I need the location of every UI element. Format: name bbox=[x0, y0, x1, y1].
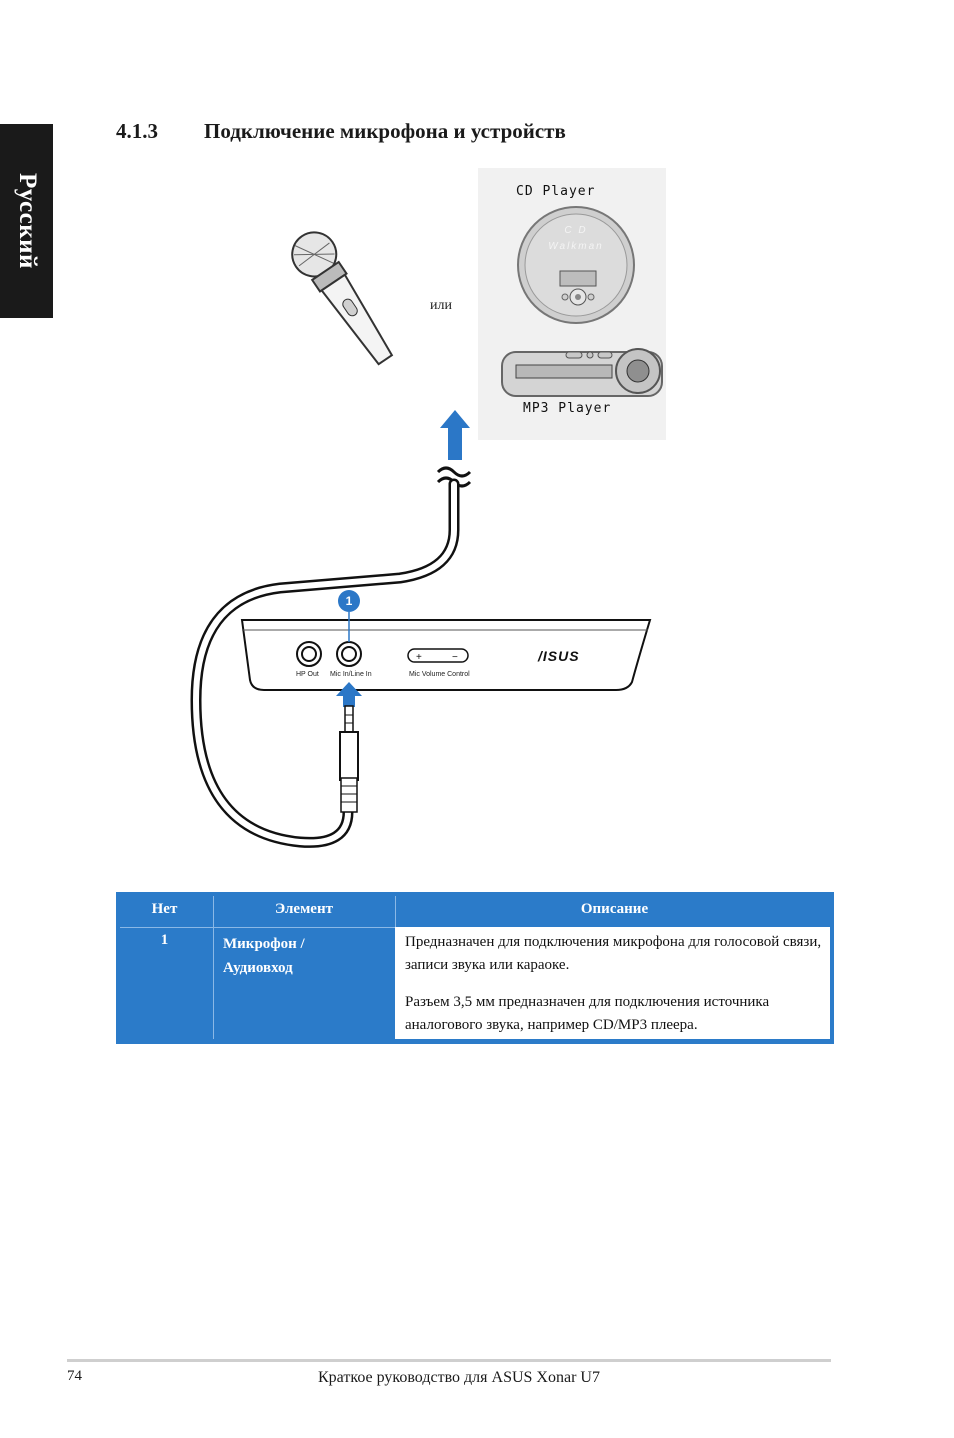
up-arrow-icon-jack bbox=[336, 682, 362, 707]
asus-logo: /ISUS bbox=[537, 648, 580, 664]
row-divider bbox=[120, 927, 395, 928]
header-element: Элемент bbox=[275, 901, 333, 917]
microphone-icon bbox=[291, 231, 394, 366]
cd-brand-line2: Walkman bbox=[548, 241, 604, 252]
hp-out-port-label: HP Out bbox=[296, 671, 319, 678]
vol-minus-sign: − bbox=[452, 652, 458, 663]
section-number: 4.1.3 bbox=[116, 119, 158, 143]
row-description: Предназначен для подключения микрофона д… bbox=[395, 927, 830, 1039]
section-heading: 4.1.3 Подключение микрофона и устройств bbox=[116, 119, 566, 144]
vol-plus-sign: + bbox=[416, 652, 422, 663]
description-paragraph-2: Разъем 3,5 мм предназначен для подключен… bbox=[405, 994, 770, 1033]
row-element-line1: Микрофон / bbox=[223, 936, 305, 952]
cd-brand-line1: C D bbox=[564, 225, 587, 236]
language-label: Русский bbox=[13, 173, 41, 269]
mp3-player-icon bbox=[501, 348, 663, 397]
column-divider bbox=[213, 896, 214, 1039]
callout-badge: 1 bbox=[338, 590, 360, 612]
mp3-player-label: MP3 Player bbox=[523, 401, 612, 416]
diagram-illustration: /ISUS + − C D Walkman bbox=[190, 168, 666, 848]
section-title: Подключение микрофона и устройств bbox=[204, 119, 566, 143]
footer-divider bbox=[67, 1359, 831, 1362]
row-number: 1 bbox=[160, 932, 169, 948]
language-side-tab: Русский bbox=[0, 124, 53, 318]
cd-player-icon bbox=[517, 206, 635, 324]
audio-plug-icon bbox=[339, 705, 359, 813]
up-arrow-icon-top bbox=[440, 410, 470, 460]
page-number: 74 bbox=[67, 1368, 82, 1384]
header-description: Описание bbox=[580, 901, 649, 917]
connection-diagram: /ISUS + − C D Walkman CD Player или MP3 … bbox=[180, 160, 690, 860]
port-description-table: Нет Элемент Описание 1 Микрофон / Аудиов… bbox=[116, 892, 834, 1044]
or-text: или bbox=[430, 298, 452, 313]
mic-in-port-label: Mic In/Line In bbox=[330, 671, 372, 678]
cd-player-label: CD Player bbox=[516, 184, 596, 199]
row-element-line2: Аудиовход bbox=[223, 960, 293, 976]
break-mark-icon bbox=[436, 466, 472, 478]
column-divider bbox=[395, 896, 396, 927]
description-paragraph-1: Предназначен для подключения микрофона д… bbox=[405, 934, 822, 973]
mic-volume-label: Mic Volume Control bbox=[409, 671, 470, 678]
header-number: Нет bbox=[151, 901, 178, 917]
footer-title: Краткое руководство для ASUS Xonar U7 bbox=[318, 1369, 600, 1386]
asus-xonar-device bbox=[240, 619, 652, 691]
row-element: Микрофон / Аудиовход bbox=[223, 932, 393, 980]
